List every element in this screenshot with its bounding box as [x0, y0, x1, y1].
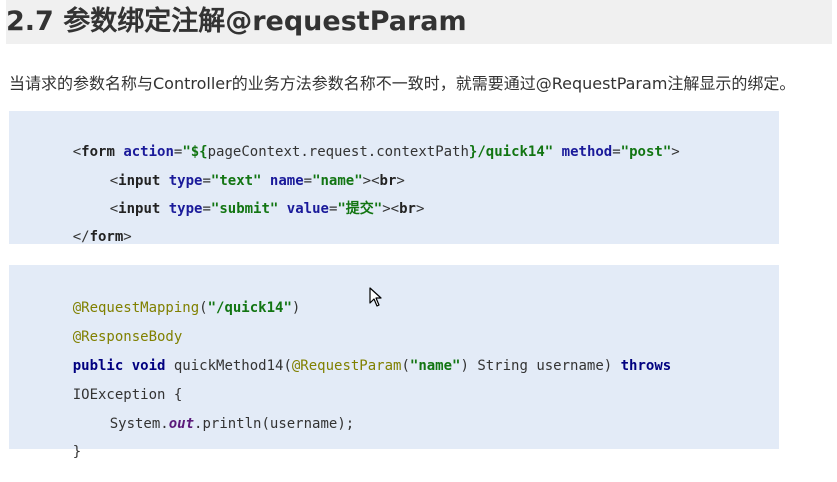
token: form	[81, 144, 115, 160]
token: quickMethod14(	[165, 358, 292, 374]
code-line-1: <form action="${pageContext.request.cont…	[39, 122, 680, 182]
mouse-pointer-icon	[369, 287, 382, 307]
token: =	[202, 173, 211, 189]
token: System.	[109, 416, 169, 432]
token: >	[415, 201, 425, 217]
token: "submit"	[210, 201, 279, 217]
token: "name"	[312, 173, 363, 189]
token: value	[286, 201, 329, 217]
description-paragraph: 当请求的参数名称与Controller的业务方法参数名称不一致时，就需要通过@R…	[9, 74, 796, 93]
token: >	[123, 229, 132, 245]
code-line-5: System.out.println(username);	[76, 394, 354, 454]
token: type	[168, 201, 203, 217]
section-heading: 2.7 参数绑定注解@requestParam	[6, 0, 832, 44]
token: =	[328, 201, 338, 217]
token: br	[399, 201, 416, 217]
token: "name"	[409, 358, 461, 374]
token: input	[118, 201, 161, 217]
token: <	[109, 173, 119, 189]
token: method	[561, 144, 613, 160]
token: =	[173, 144, 183, 160]
token: ><	[362, 173, 380, 189]
token: <	[72, 144, 82, 160]
code-line-1: @RequestMapping("/quick14")	[39, 278, 301, 338]
token: }	[72, 444, 82, 460]
token: (	[199, 300, 208, 316]
token: IOException {	[72, 387, 183, 403]
token: (	[401, 358, 410, 374]
jsp-code-block: <form action="${pageContext.request.cont…	[9, 111, 779, 245]
token: .println(username);	[194, 416, 355, 432]
token: }/quick14"	[468, 144, 554, 160]
token: @ResponseBody	[72, 329, 183, 345]
token: input	[118, 173, 161, 189]
token: "text"	[210, 173, 262, 189]
token: </	[72, 229, 90, 245]
code-line-3: <input type="submit" value="提交"><br>	[76, 179, 425, 239]
token: "/quick14"	[207, 300, 292, 316]
token	[278, 201, 286, 217]
token: "${	[182, 144, 208, 160]
token: "提交"	[337, 201, 383, 217]
token	[160, 201, 168, 217]
code-line-4: </form>	[39, 207, 132, 267]
token: public void	[72, 358, 166, 374]
token: out	[168, 416, 195, 432]
token: "post"	[620, 144, 672, 160]
token: type	[168, 173, 203, 189]
code-line-3: public void quickMethod14(@RequestParam(…	[39, 336, 671, 396]
token: =	[612, 144, 621, 160]
token: form	[89, 229, 124, 245]
token: >	[671, 144, 680, 160]
token: @RequestParam	[291, 358, 402, 374]
java-code-block: @RequestMapping("/quick14") @ResponseBod…	[9, 265, 779, 460]
token	[553, 144, 561, 160]
token: action	[123, 144, 174, 160]
token: br	[379, 173, 397, 189]
token: @RequestMapping	[72, 300, 200, 316]
code-line-2: @ResponseBody	[39, 307, 183, 367]
token: =	[303, 173, 313, 189]
token: ) String username)	[460, 358, 621, 374]
code-line-4: IOException {	[39, 365, 183, 425]
token: throws	[620, 358, 672, 374]
token: ><	[382, 201, 400, 217]
token: <	[109, 201, 119, 217]
token: )	[291, 300, 301, 316]
code-line-6: }	[39, 422, 81, 482]
token: =	[202, 201, 211, 217]
code-line-2: <input type="text" name="name"><br>	[76, 151, 405, 211]
token: pageContext.request.contextPath	[207, 144, 469, 160]
token: name	[269, 173, 304, 189]
token: >	[396, 173, 405, 189]
